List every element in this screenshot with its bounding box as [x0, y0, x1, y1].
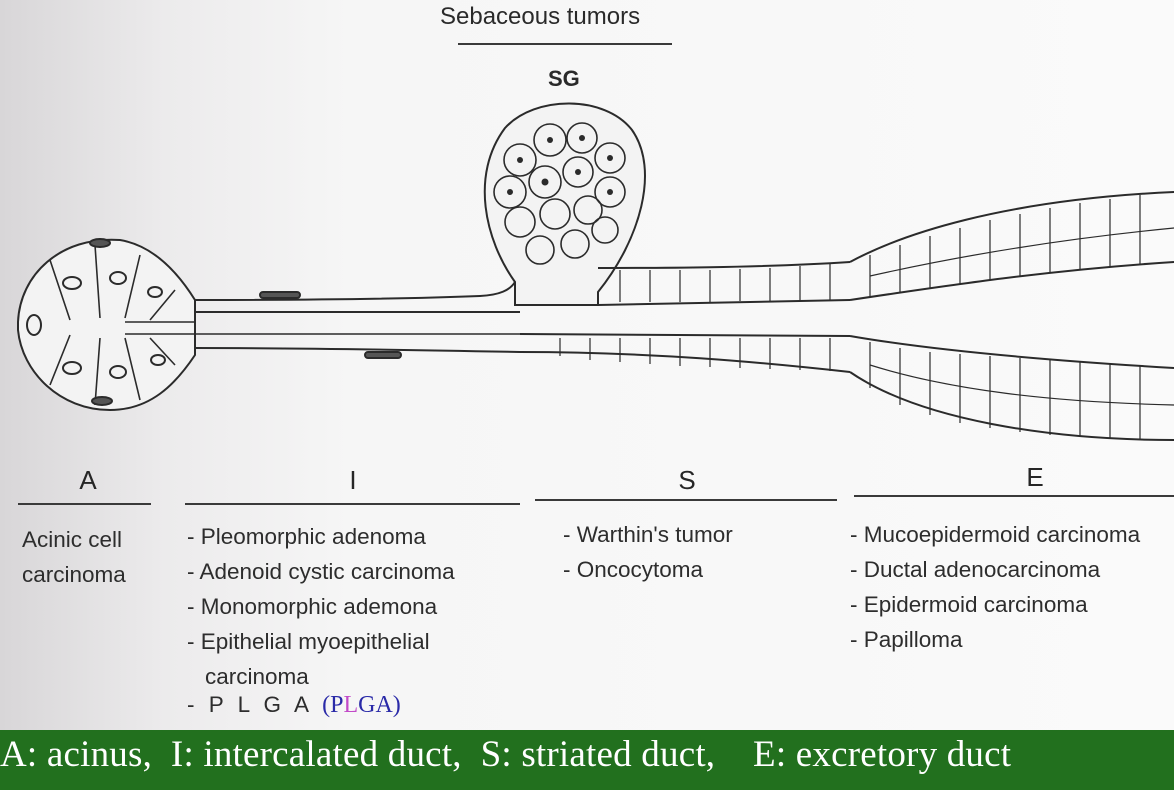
acinus-outline: [17, 238, 196, 412]
sebaceous-gland-outline: [483, 102, 646, 306]
segment-rule-e: [854, 495, 1174, 497]
plga-letter-a: A: [375, 692, 393, 718]
tumor-item: - Adenoid cystic carcinoma: [187, 559, 455, 584]
plga-colored-abbr: (PLGA): [322, 692, 401, 718]
plga-letter-g: G: [358, 692, 376, 718]
plga-paren-open: (: [322, 692, 331, 718]
tumor-item: - Oncocytoma: [563, 557, 704, 582]
segment-rule-i: [185, 503, 520, 505]
segment-letter-a: A: [79, 465, 97, 495]
excretory-tumor-list: - Mucoepidermoid carcinoma - Ductal aden…: [850, 517, 1174, 657]
sebaceous-gland-label: SG: [548, 66, 580, 91]
tumor-item: - Pleomorphic adenoma: [187, 524, 426, 549]
segment-letter-s: S: [678, 465, 696, 495]
legend-footer-text: A: acinus, I: intercalated duct, S: stri…: [0, 734, 1012, 775]
acinic-tumor-text: Acinic cell carcinoma: [22, 527, 126, 587]
segment-letter-e: E: [1026, 462, 1044, 492]
tumor-item: - Papilloma: [850, 627, 963, 652]
segment-rule-s: [535, 499, 837, 501]
tumor-item: - Monomorphic ademona: [187, 594, 438, 619]
plga-spaced-text: - P L G A: [187, 692, 312, 717]
tumor-item: - Epidermoid carcinoma: [850, 592, 1088, 617]
plga-row: - P L G A (PLGA): [187, 692, 401, 719]
tumor-item: - Warthin's tumor: [563, 522, 733, 547]
legend-footer-bar: A: acinus, I: intercalated duct, S: stri…: [0, 730, 1174, 790]
segment-letter-i: I: [349, 465, 357, 495]
plga-paren-close: ): [392, 692, 401, 718]
salivary-duct-diagram: [17, 43, 1174, 441]
plga-letter-l: L: [343, 692, 359, 718]
segment-rule-a: [18, 503, 151, 505]
intercalated-tumor-list: - Pleomorphic adenoma - Adenoid cystic c…: [187, 519, 532, 694]
plga-letter-p: P: [330, 692, 344, 718]
striated-tumor-list: - Warthin's tumor - Oncocytoma: [563, 517, 733, 587]
sebaceous-tumors-label: Sebaceous tumors: [440, 3, 641, 30]
tumor-item: - Ductal adenocarcinoma: [850, 557, 1101, 582]
tumor-item: - Mucoepidermoid carcinoma: [850, 522, 1141, 547]
tumor-item: - Epithelial myoepithelial carcinoma: [187, 629, 430, 689]
